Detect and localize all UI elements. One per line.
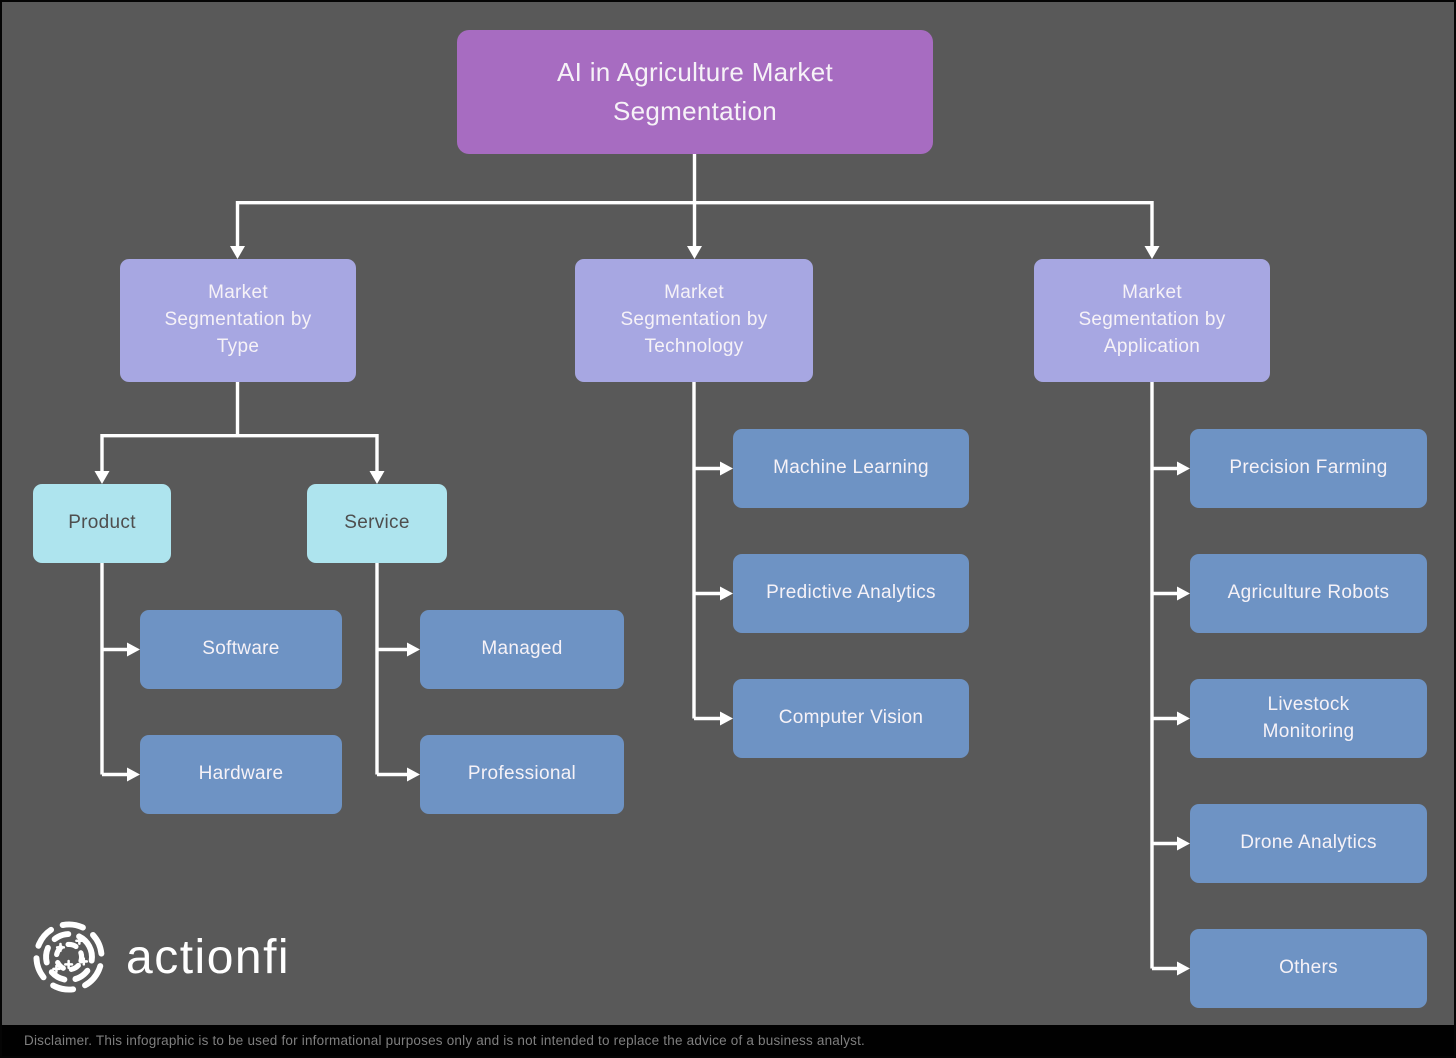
node-label: Software (202, 638, 280, 660)
node-professional: Professional (420, 735, 624, 814)
node-product: Product (33, 484, 171, 563)
globe-icon (33, 921, 105, 993)
node-label: Service (344, 512, 410, 534)
node-label: Predictive Analytics (766, 582, 936, 604)
node-label: Product (68, 512, 136, 534)
node-label: Machine Learning (773, 457, 929, 479)
node-agriculture-robots: Agriculture Robots (1190, 554, 1427, 633)
node-label: Computer Vision (778, 707, 924, 729)
disclaimer-text: Disclaimer. This infographic is to be us… (24, 1033, 866, 1048)
node-computer-vision: Computer Vision (733, 679, 969, 758)
node-label: Livestock Monitoring (1262, 693, 1355, 742)
node-livestock-monitoring: Livestock Monitoring (1190, 679, 1427, 758)
node-managed: Managed (420, 610, 624, 689)
node-segmentation-by-application: Market Segmentation by Application (1034, 259, 1270, 382)
node-label: Professional (467, 763, 577, 785)
node-label: Others (1279, 957, 1338, 979)
node-segmentation-by-technology: Market Segmentation by Technology (575, 259, 813, 382)
node-label: Managed (481, 638, 563, 660)
node-label: Drone Analytics (1240, 832, 1377, 854)
node-label: Market Segmentation by Type (164, 282, 312, 357)
node-root-label: AI in Agriculture Market Segmentation (557, 57, 833, 126)
disclaimer-bar: Disclaimer. This infographic is to be us… (2, 1025, 1454, 1056)
node-segmentation-by-type: Market Segmentation by Type (120, 259, 356, 382)
node-predictive-analytics: Predictive Analytics (733, 554, 969, 633)
node-hardware: Hardware (140, 735, 342, 814)
node-software: Software (140, 610, 342, 689)
node-label: Market Segmentation by Application (1078, 282, 1226, 357)
node-root-title: AI in Agriculture Market Segmentation (457, 30, 933, 154)
node-service: Service (307, 484, 447, 563)
node-others: Others (1190, 929, 1427, 1008)
node-label: Precision Farming (1229, 457, 1388, 479)
brand-logo: actionfi (32, 920, 290, 994)
node-label: Hardware (198, 763, 284, 785)
brand-logo-text: actionfi (126, 930, 291, 984)
node-label: Agriculture Robots (1227, 582, 1390, 604)
node-drone-analytics: Drone Analytics (1190, 804, 1427, 883)
node-label: Market Segmentation by Technology (620, 282, 768, 357)
node-precision-farming: Precision Farming (1190, 429, 1427, 508)
node-machine-learning: Machine Learning (733, 429, 969, 508)
